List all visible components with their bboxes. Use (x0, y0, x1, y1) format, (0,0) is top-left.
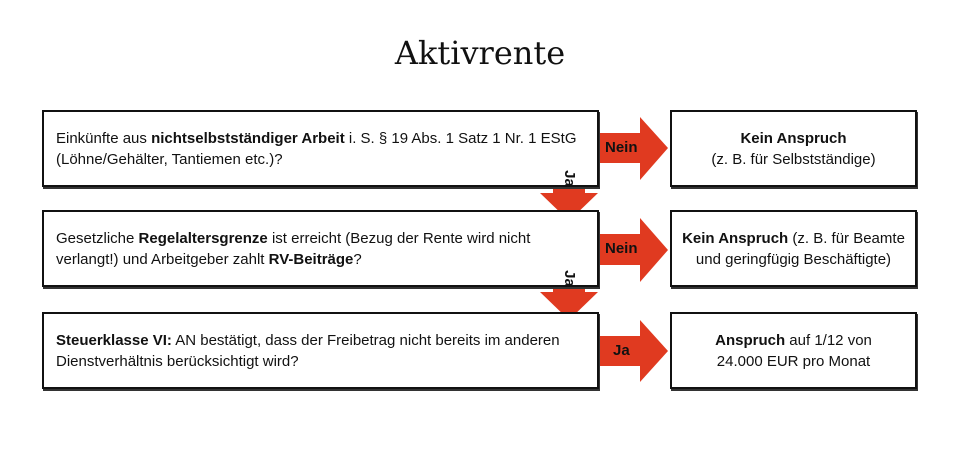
nein-label-1: Nein (605, 139, 638, 156)
text: (z. B. für Beamte und geringfügig Beschä… (695, 229, 905, 268)
bold-text: Kein Anspruch (682, 229, 789, 247)
text: i. S. § 19 Abs. 1 Satz 1 Nr. 1 EStG (Löh… (56, 129, 577, 168)
ja-label-1: Ja (560, 170, 578, 187)
bold-text: Steuerklasse VI: (56, 331, 172, 349)
bold-text: RV-Beiträge (268, 250, 354, 268)
bold-text: Kein Anspruch (740, 129, 847, 147)
nein-label-2: Nein (605, 240, 638, 257)
result-text-1: Kein Anspruch (z. B. für Selbstständige) (711, 128, 875, 170)
ja-label-2: Ja (560, 270, 578, 287)
page-title: Aktivrente (394, 34, 566, 72)
result-box-2: Kein Anspruch (z. B. für Beamte und geri… (670, 210, 917, 287)
text: Gesetzliche (56, 229, 139, 247)
ja-label-3: Ja (613, 342, 630, 359)
nein-arrow-1 (590, 117, 668, 180)
text: Einkünfte aus (56, 129, 152, 147)
result-text-3: Anspruch auf 1/12 von 24.000 EUR pro Mon… (680, 330, 907, 372)
question-box-3: Steuerklasse VI: AN bestätigt, dass der … (42, 312, 599, 389)
text: ? (353, 250, 362, 268)
question-text-2: Gesetzliche Regelaltersgrenze ist erreic… (56, 228, 585, 270)
text: AN bestätigt, dass der Freibetrag nicht … (56, 331, 560, 370)
text: auf 1/12 von 24.000 EUR pro Monat (716, 331, 872, 370)
bold-text: Anspruch (715, 331, 786, 349)
result-box-1: Kein Anspruch (z. B. für Selbstständige) (670, 110, 917, 187)
question-box-1: Einkünfte aus nichtselbstständiger Arbei… (42, 110, 599, 187)
question-box-2: Gesetzliche Regelaltersgrenze ist erreic… (42, 210, 599, 287)
text: ist erreicht (Bezug der Rente wird nicht… (56, 229, 531, 268)
text: (z. B. für Selbstständige) (711, 150, 876, 168)
bold-text: nichtselbstständiger Arbeit (151, 129, 345, 147)
question-text-1: Einkünfte aus nichtselbstständiger Arbei… (56, 128, 585, 170)
result-text-2: Kein Anspruch (z. B. für Beamte und geri… (680, 228, 907, 270)
bold-text: Regelaltersgrenze (138, 229, 268, 247)
question-text-3: Steuerklasse VI: AN bestätigt, dass der … (56, 330, 585, 372)
result-box-3: Anspruch auf 1/12 von 24.000 EUR pro Mon… (670, 312, 917, 389)
ja-arrow-3 (590, 320, 668, 382)
nein-arrow-2 (590, 218, 668, 282)
